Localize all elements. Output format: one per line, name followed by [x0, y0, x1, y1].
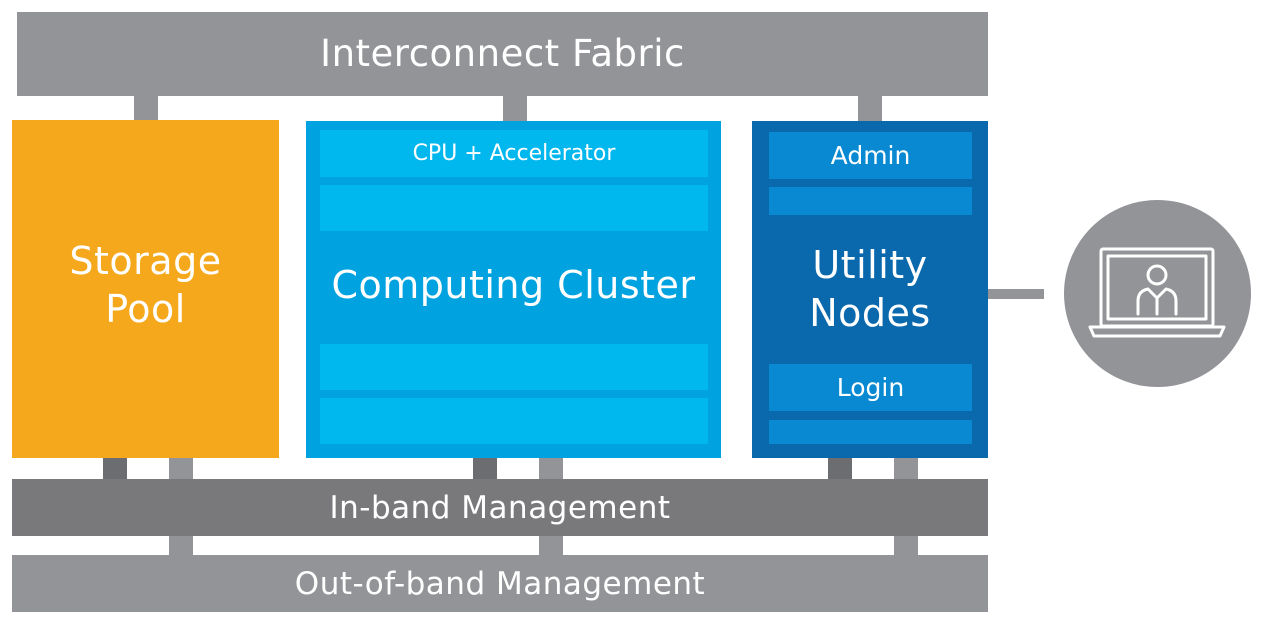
utility-node-strip — [769, 420, 972, 444]
interconnect-fabric-label: Interconnect Fabric — [320, 31, 685, 75]
outofband-management-label: Out-of-band Management — [294, 565, 706, 602]
admin-strip: Admin — [769, 132, 972, 179]
connector-compute-inband — [473, 456, 497, 480]
interconnect-fabric-bar: Interconnect Fabric — [17, 12, 988, 96]
cpu-accelerator-strip: CPU + Accelerator — [320, 130, 708, 177]
storage-pool-block: Storage Pool — [12, 120, 279, 458]
client-circle — [1064, 200, 1251, 387]
connector-fabric-storage — [134, 94, 158, 122]
compute-node-strip — [320, 344, 708, 390]
connector-utility-inband — [828, 456, 852, 480]
storage-pool-label: Storage Pool — [69, 239, 222, 331]
login-strip: Login — [769, 364, 972, 411]
compute-node-strip — [320, 185, 708, 231]
utility-nodes-label: Utility Nodes — [809, 243, 931, 335]
inband-management-bar: In-band Management — [12, 479, 988, 536]
outofband-management-bar: Out-of-band Management — [12, 555, 988, 612]
laptop-user-icon — [1088, 247, 1226, 338]
utility-node-strip — [769, 187, 972, 215]
computing-cluster-block: CPU + Accelerator Computing Cluster — [306, 121, 721, 458]
connector-fabric-utility — [858, 94, 882, 122]
inband-management-label: In-band Management — [329, 489, 671, 526]
computing-cluster-label: Computing Cluster — [331, 263, 696, 307]
connector-utility-client — [988, 289, 1044, 299]
connector-fabric-compute — [503, 94, 527, 122]
compute-node-strip — [320, 398, 708, 444]
connector-storage-inband — [103, 456, 127, 480]
utility-nodes-block: Admin Utility Nodes Login — [752, 121, 988, 458]
